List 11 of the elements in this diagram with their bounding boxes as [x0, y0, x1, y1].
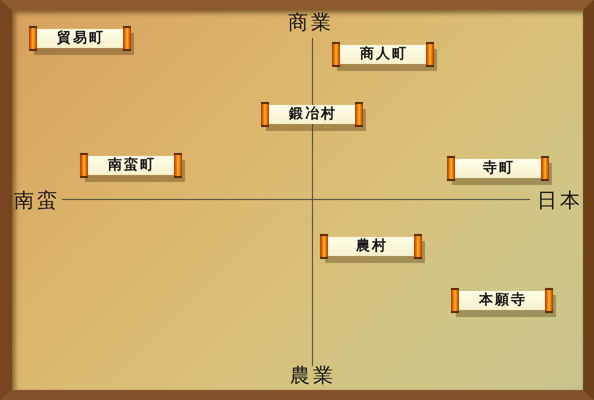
axis-label: 商業 — [288, 11, 334, 33]
axis-label: 日本 — [537, 189, 583, 211]
scroll-label: 鍛冶村 — [261, 102, 367, 131]
scroll-label: 農村 — [320, 234, 426, 263]
scroll-label: 貿易町 — [29, 26, 135, 55]
scroll-label: 本願寺 — [451, 288, 557, 317]
scroll-label: 南蛮町 — [80, 153, 186, 182]
axis-label: 農業 — [290, 364, 336, 386]
scroll-label: 寺町 — [447, 156, 553, 185]
scroll-label: 商人町 — [332, 42, 438, 71]
axis-label: 南蛮 — [14, 189, 60, 211]
